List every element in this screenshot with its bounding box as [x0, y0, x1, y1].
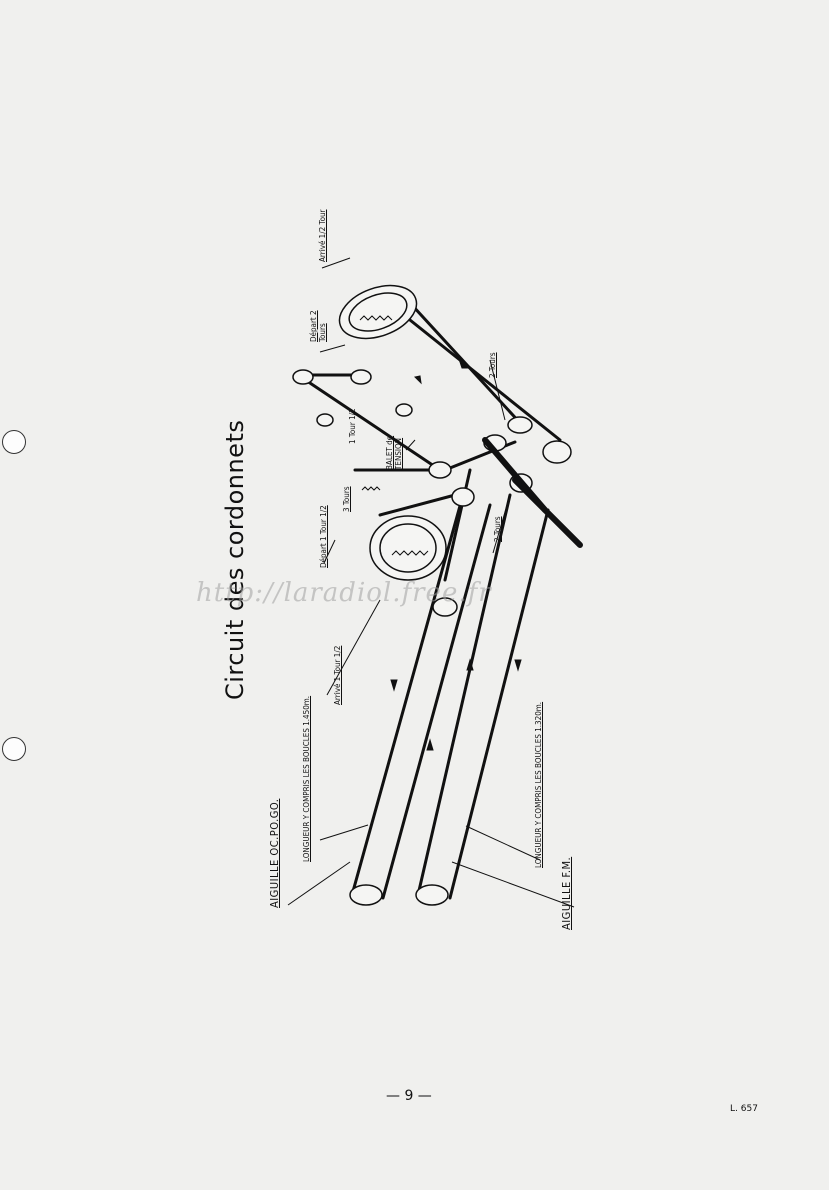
page-title: Circuit des cordonnets: [221, 419, 249, 700]
label-aiguille-oc: AIGUILLE OC.PO.GO.: [268, 798, 281, 908]
cord-fm-left: [416, 493, 512, 897]
label-2-tours-bottom: 2 Tours: [493, 516, 502, 542]
label-2-tours-top: 2 Tours: [488, 352, 497, 378]
label-arrive-1-tour-half: Arrivé 1 Tour 1/2: [333, 645, 342, 705]
label-depart-1-tour-half: Départ 1 Tour 1/2: [319, 505, 328, 568]
label-balet-de-tension: BALET de TENSION: [385, 435, 403, 470]
label-depart-2-tours: Départ 2 Tours: [309, 310, 327, 342]
watermark: http://laradiol.free.fr: [196, 578, 492, 608]
page-number: — 9 —: [386, 1088, 432, 1104]
document-reference: L. 657: [730, 1104, 758, 1114]
label-1-tour-half: 1 Tour 1/2: [348, 408, 357, 444]
cord-fm-right: [448, 508, 550, 900]
label-3-tours: 3 Tours: [342, 486, 351, 512]
label-longueur-oc: LONGUEUR Y COMPRIS LES BOUCLES 1.450m.: [302, 695, 311, 862]
label-aiguille-fm: AIGUILLE F.M.: [560, 856, 573, 930]
cord-oc-left: [350, 493, 465, 897]
cord-upper-drum: [398, 290, 524, 427]
cord-oc-right: [381, 503, 492, 900]
label-arrive-half-tour: Arrivé 1/2 Tour: [318, 209, 327, 263]
label-longueur-fm: LONGUEUR Y COMPRIS LES BOUCLES 1.320m.: [534, 701, 543, 868]
binder-hole-bottom: [2, 737, 26, 761]
binder-hole-top: [2, 430, 26, 454]
cord-upper-drum-2: [408, 318, 562, 442]
